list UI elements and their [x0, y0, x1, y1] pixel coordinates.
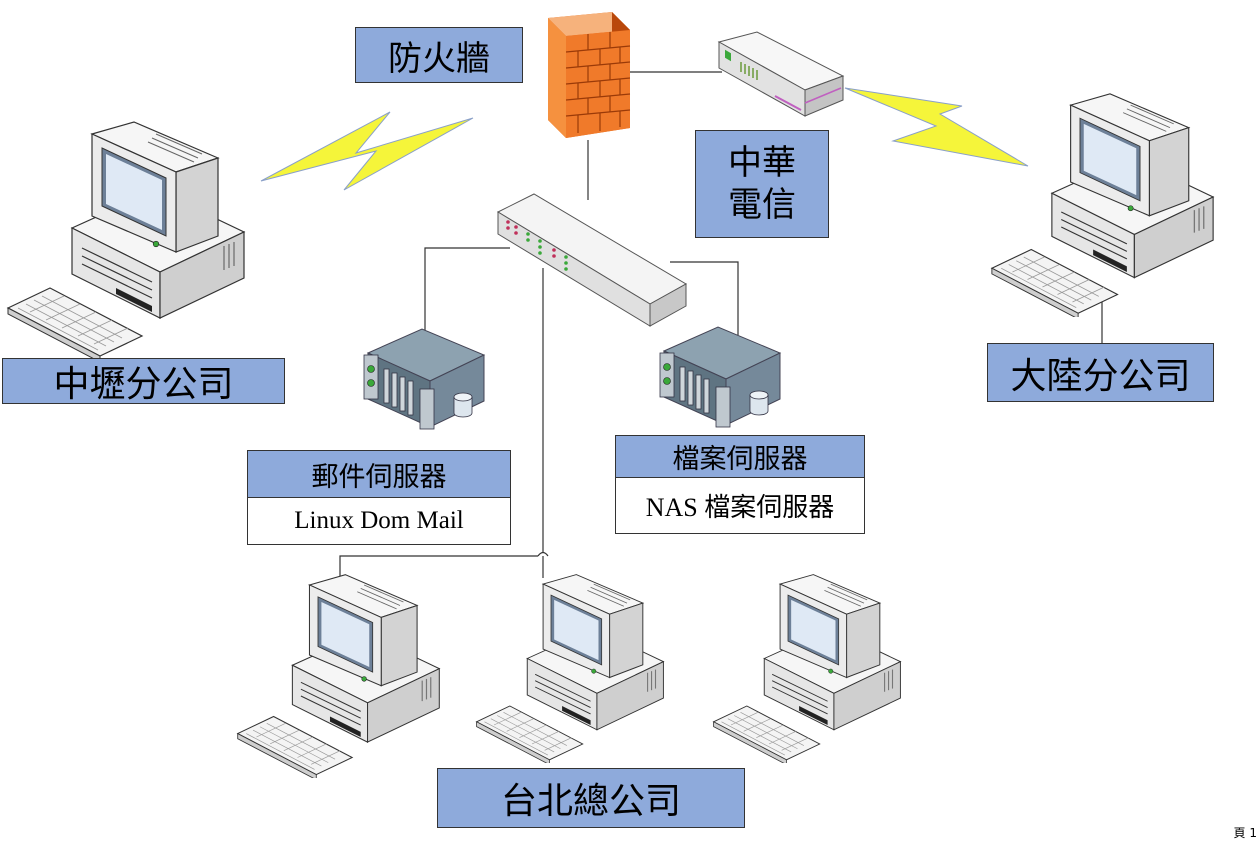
switch-to-file-server-link [670, 261, 739, 335]
mail-server-icon [363, 328, 486, 430]
hq-pc-1-icon [236, 573, 441, 778]
branch-china-label: 大陸分公司 [987, 343, 1214, 402]
firewall-icon [548, 12, 631, 138]
branch-zhongli-label: 中壢分公司 [2, 358, 285, 405]
file-server-icon [659, 326, 782, 428]
file-server-detail: NAS 檔案伺服器 [615, 477, 865, 534]
branch-zhongli-pc-icon [6, 120, 246, 360]
branch-china-pc-icon [990, 92, 1215, 317]
switch-to-mail-server-link [424, 247, 510, 348]
mail-server-label: 郵件伺服器 [247, 450, 511, 498]
mail-server-detail: Linux Dom Mail [247, 497, 511, 545]
isp-label: 中華 電信 [695, 130, 829, 238]
headquarters-label: 台北總公司 [437, 768, 745, 828]
file-server-label: 檔案伺服器 [615, 435, 865, 478]
wan-link-zhongli-lightning [260, 111, 474, 191]
wan-link-china-lightning [844, 87, 1029, 167]
hq-pc-3-icon [712, 573, 902, 763]
hq-bus-link [339, 555, 538, 580]
firewall-label: 防火牆 [355, 27, 523, 83]
switch-icon [496, 193, 688, 327]
modem-icon [717, 31, 845, 117]
page-number: 頁 1 [1233, 826, 1257, 840]
hq-pc-2-icon [475, 573, 665, 763]
